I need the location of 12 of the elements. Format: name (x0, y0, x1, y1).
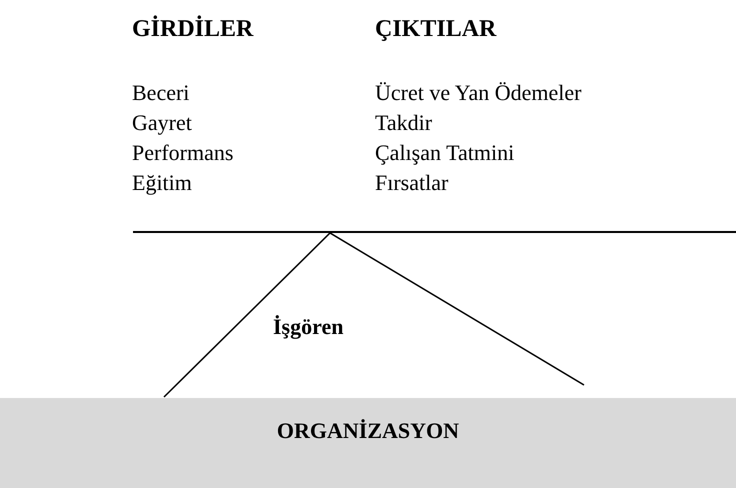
column-heading: ÇIKTILAR (375, 16, 496, 43)
list-item: Takdir (375, 110, 432, 136)
list-item: Eğitim (132, 170, 192, 196)
list-item: Fırsatlar (375, 170, 448, 196)
list-item: Ücret ve Yan Ödemeler (375, 80, 582, 106)
list-item: Gayret (132, 110, 192, 136)
list-item: Performans (132, 140, 234, 166)
list-item: Çalışan Tatmini (375, 140, 514, 166)
fulcrum-label: İşgören (273, 314, 344, 340)
list-item: Beceri (132, 80, 190, 106)
column-heading: GİRDİLER (132, 16, 254, 43)
organization-band: ORGANİZASYON (0, 398, 736, 488)
